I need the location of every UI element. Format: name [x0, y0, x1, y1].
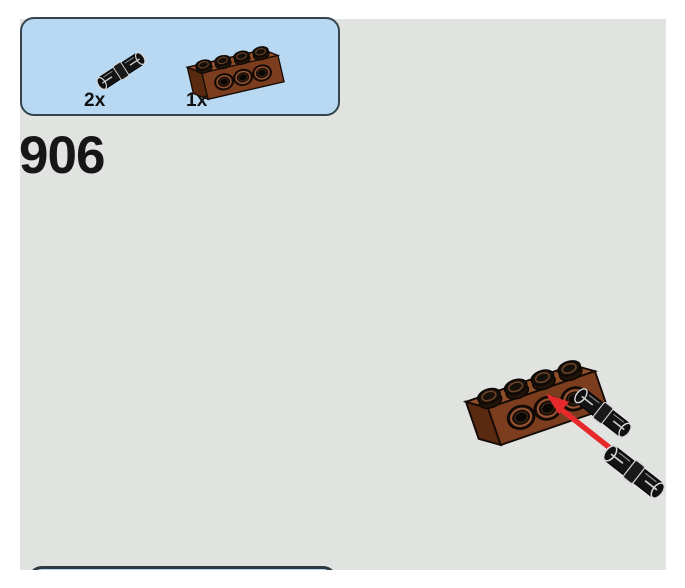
- next-parts-callout-partial: [28, 566, 337, 570]
- parts-callout-box: [20, 17, 340, 116]
- step-illustration: [463, 353, 670, 503]
- loose-pin-illustration: [598, 441, 670, 503]
- part-quantity-brick: 1x: [186, 90, 208, 111]
- part-quantity-pin: 2x: [84, 90, 106, 111]
- insertion-arrow-icon: [546, 394, 612, 451]
- step-number: 906: [19, 126, 105, 185]
